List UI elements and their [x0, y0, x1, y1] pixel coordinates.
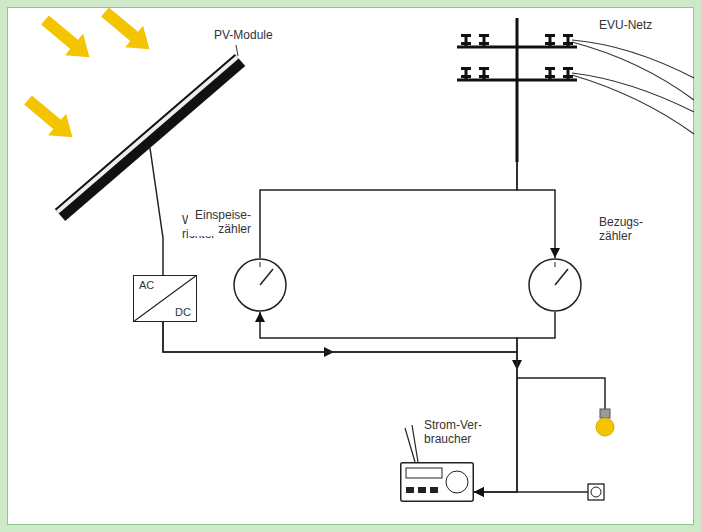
socket-outlet	[591, 487, 601, 497]
consumption-meter: Bezugs- zähler	[528, 258, 582, 312]
pv-module-drawing	[52, 50, 248, 222]
socket	[588, 484, 604, 500]
grid-pole-drawing	[452, 18, 582, 162]
feed-in-meter: Einspeise- zähler	[233, 258, 287, 312]
radio-consumer: Strom-Ver- braucher	[400, 462, 474, 502]
consumer-wiring	[517, 378, 605, 492]
inverter-box: Wechsel- richterACDC	[133, 275, 197, 322]
grid-wires	[572, 40, 694, 134]
radio-consumer-drawing	[400, 462, 474, 502]
node-label: EVU-Netz	[598, 18, 672, 32]
wire-connector	[163, 312, 517, 352]
sun-rays	[19, 1, 158, 148]
pv-module: PV-Module	[52, 50, 248, 222]
lamp-bulb	[596, 418, 614, 436]
node-label: DC	[174, 306, 192, 318]
leader-line	[236, 45, 238, 56]
wire-connector	[150, 148, 163, 275]
wire-connector	[260, 162, 517, 258]
feed-in-meter-drawing	[233, 258, 287, 312]
wire-connector	[517, 162, 555, 258]
node-label: AC	[138, 279, 155, 291]
consumption-meter-drawing	[528, 258, 582, 312]
frame-panel	[7, 7, 694, 525]
wire-connector	[474, 312, 555, 492]
node-label: Strom-Ver- braucher	[423, 418, 491, 446]
lamp-base	[600, 409, 610, 418]
grid-pole: EVU-Netz	[452, 18, 582, 162]
node-label: PV-Module	[213, 28, 295, 42]
node-label: Einspeise- zähler	[188, 208, 252, 236]
node-label: Bezugs- zähler	[598, 215, 654, 243]
